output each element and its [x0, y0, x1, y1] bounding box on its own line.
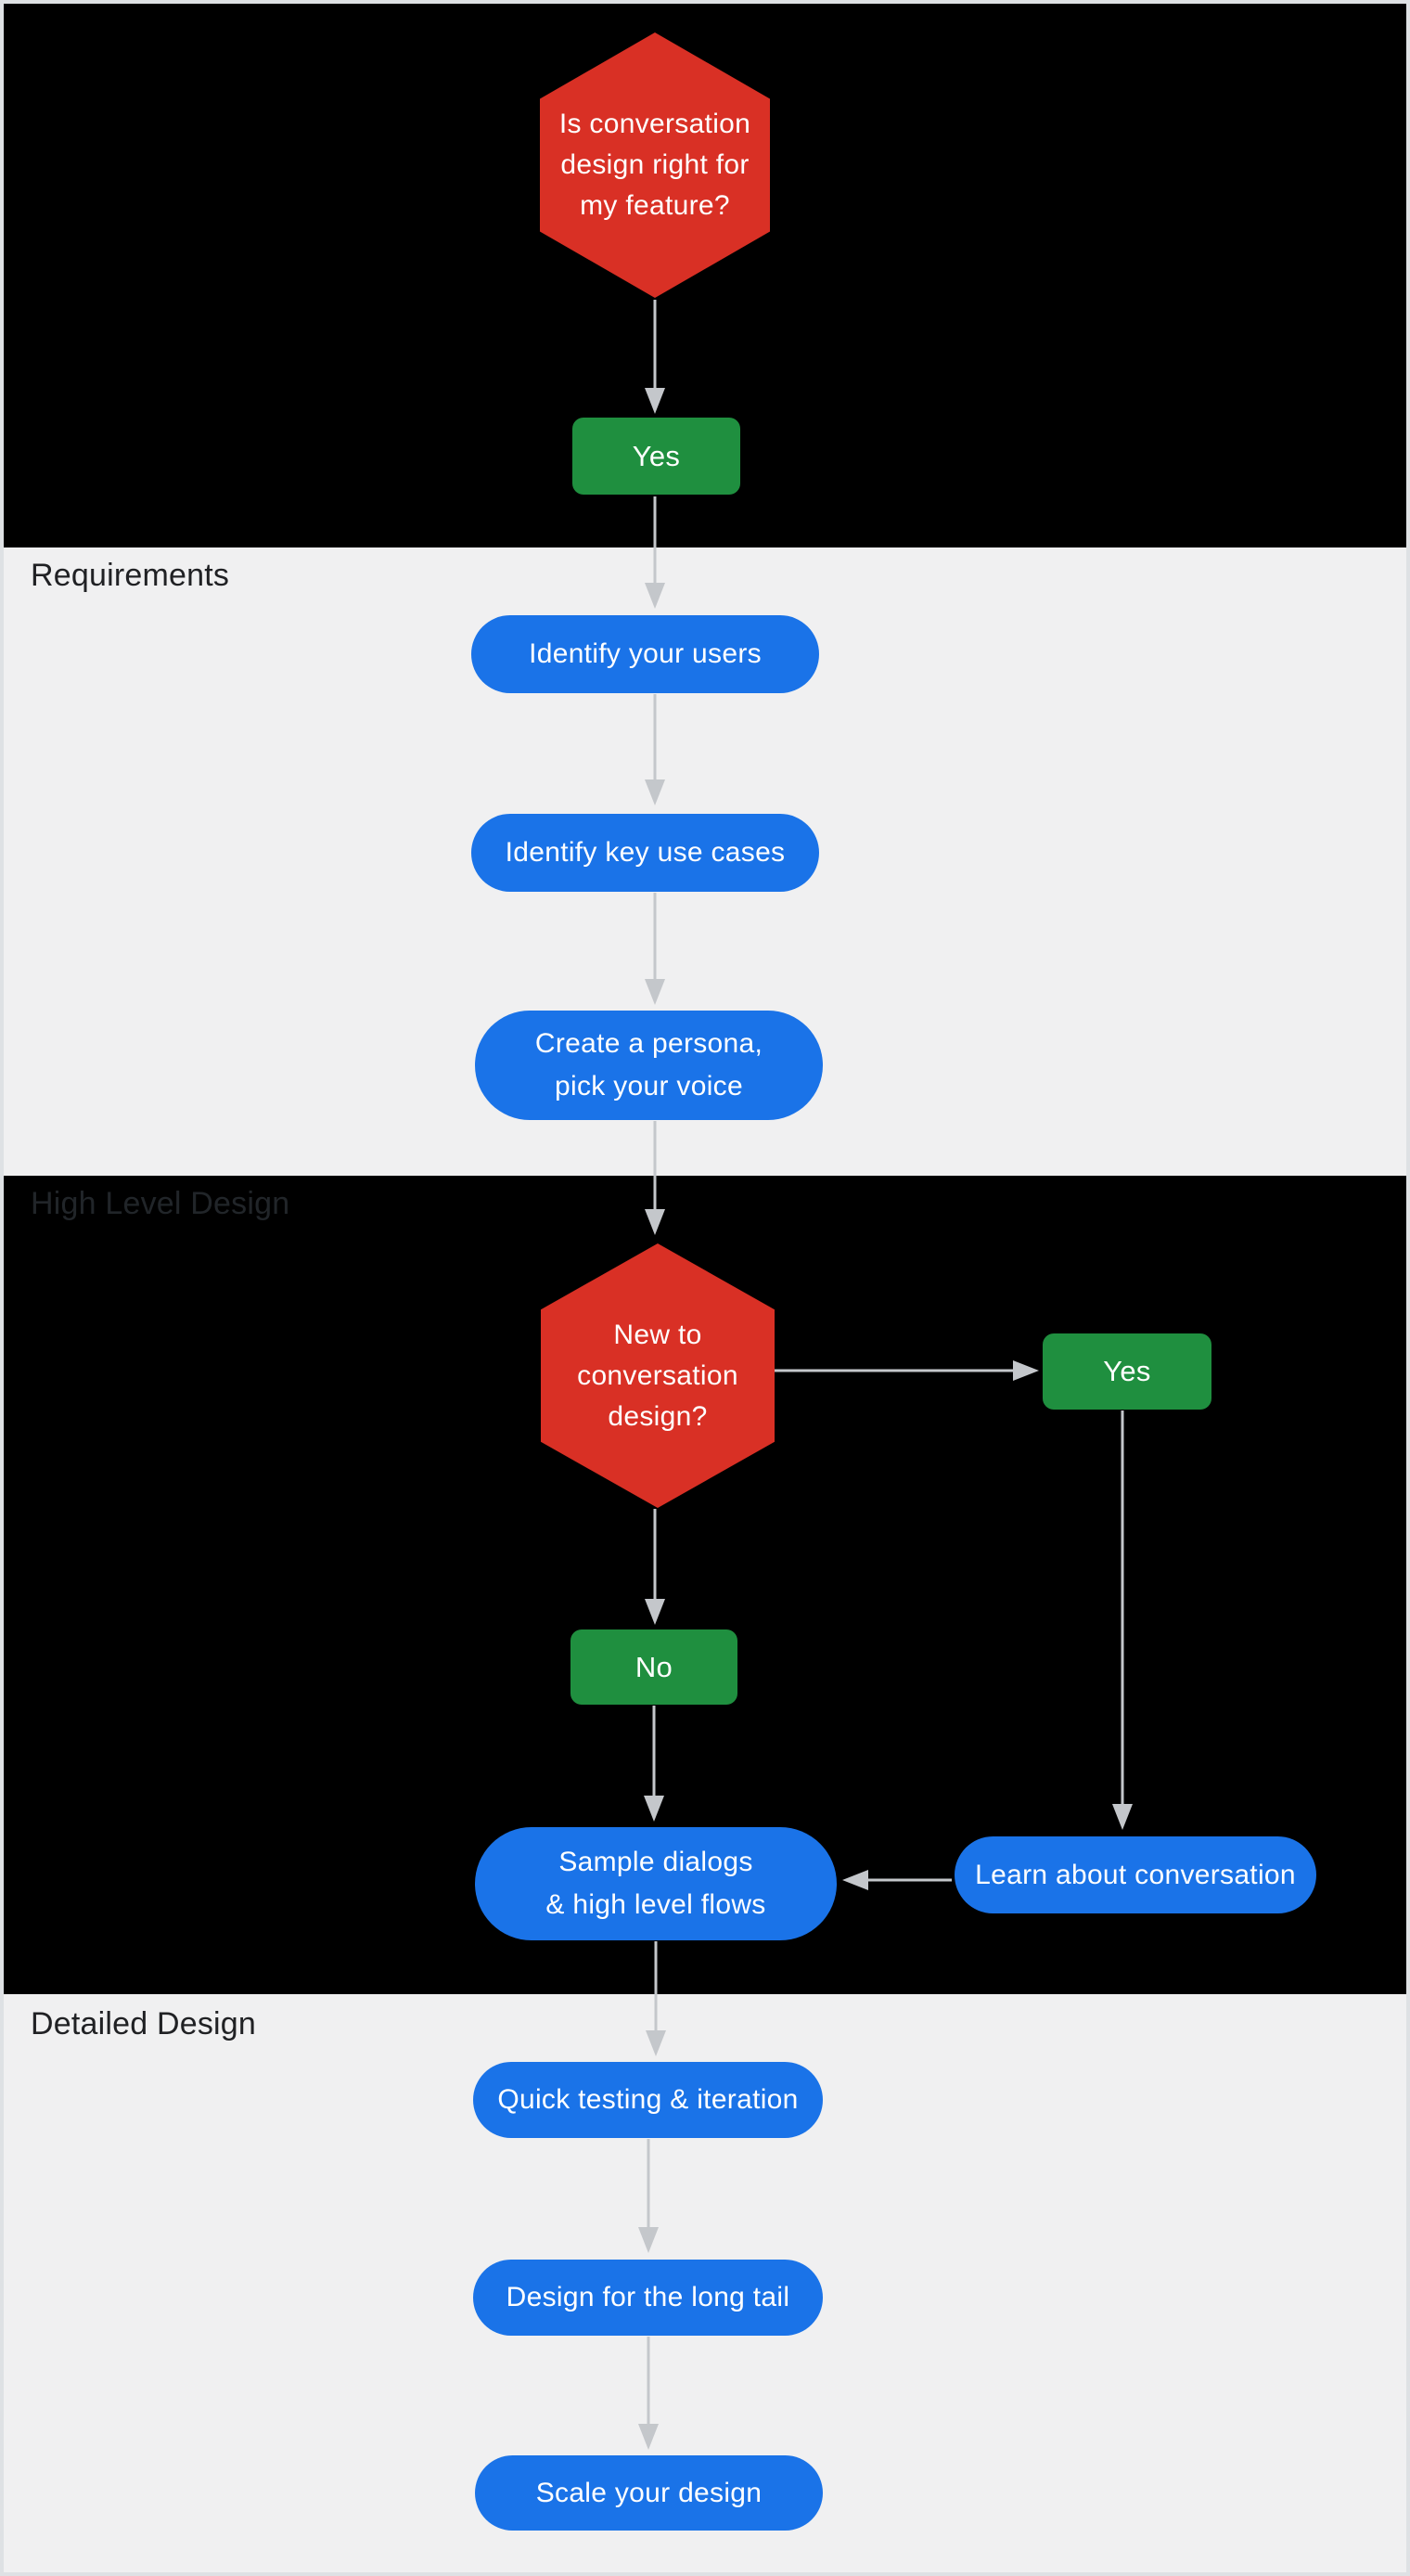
step-create-persona-pick-voice: Create a persona, pick your voice: [475, 1011, 823, 1120]
arrow-yes1-to-step1: [645, 496, 665, 609]
step-quick-testing-iteration: Quick testing & iteration: [473, 2062, 823, 2138]
step-sample-dialogs-high-level-flows: Sample dialogs & high level flows: [475, 1827, 837, 1940]
step-identify-key-use-cases: Identify key use cases: [471, 814, 819, 892]
arrow-yes2-to-learn: [1112, 1410, 1133, 1830]
arrow-sample-to-quick: [646, 1941, 666, 2056]
step-learn-about-conversation: Learn about conversation: [955, 1836, 1316, 1913]
arrow-decision1-to-yes1: [645, 300, 665, 414]
section-label-high-level-design: High Level Design: [31, 1186, 290, 1221]
arrow-step1-to-step2: [645, 694, 665, 805]
step-identify-your-users: Identify your users: [471, 615, 819, 693]
section-label-requirements: Requirements: [31, 558, 230, 593]
arrow-no1-to-sample: [644, 1706, 664, 1822]
answer-yes-top: Yes: [572, 418, 740, 495]
decision-text: New to conversation design?: [577, 1319, 738, 1432]
step-text: Create a persona, pick your voice: [534, 1028, 763, 1101]
step-scale-your-design: Scale your design: [475, 2455, 823, 2531]
decision-text: Is conversation design right for my feat…: [558, 109, 751, 221]
arrow-step3-to-decision2: [645, 1121, 665, 1235]
answer-yes-branch: Yes: [1043, 1333, 1211, 1410]
section-label-detailed-design: Detailed Design: [31, 2006, 257, 2041]
arrow-quick-to-longtail: [638, 2139, 659, 2253]
step-text: Sample dialogs & high level flows: [545, 1847, 766, 1920]
arrow-learn-to-sample: [842, 1870, 952, 1890]
arrow-longtail-to-scale: [638, 2337, 659, 2450]
step-design-for-long-tail: Design for the long tail: [473, 2260, 823, 2336]
arrow-decision2-to-no1: [645, 1509, 665, 1625]
answer-no: No: [570, 1629, 737, 1705]
decision-new-to-conversation-design: New to conversation design?: [541, 1243, 775, 1508]
arrow-step2-to-step3: [645, 893, 665, 1005]
arrow-decision2-to-yes2: [775, 1360, 1039, 1381]
